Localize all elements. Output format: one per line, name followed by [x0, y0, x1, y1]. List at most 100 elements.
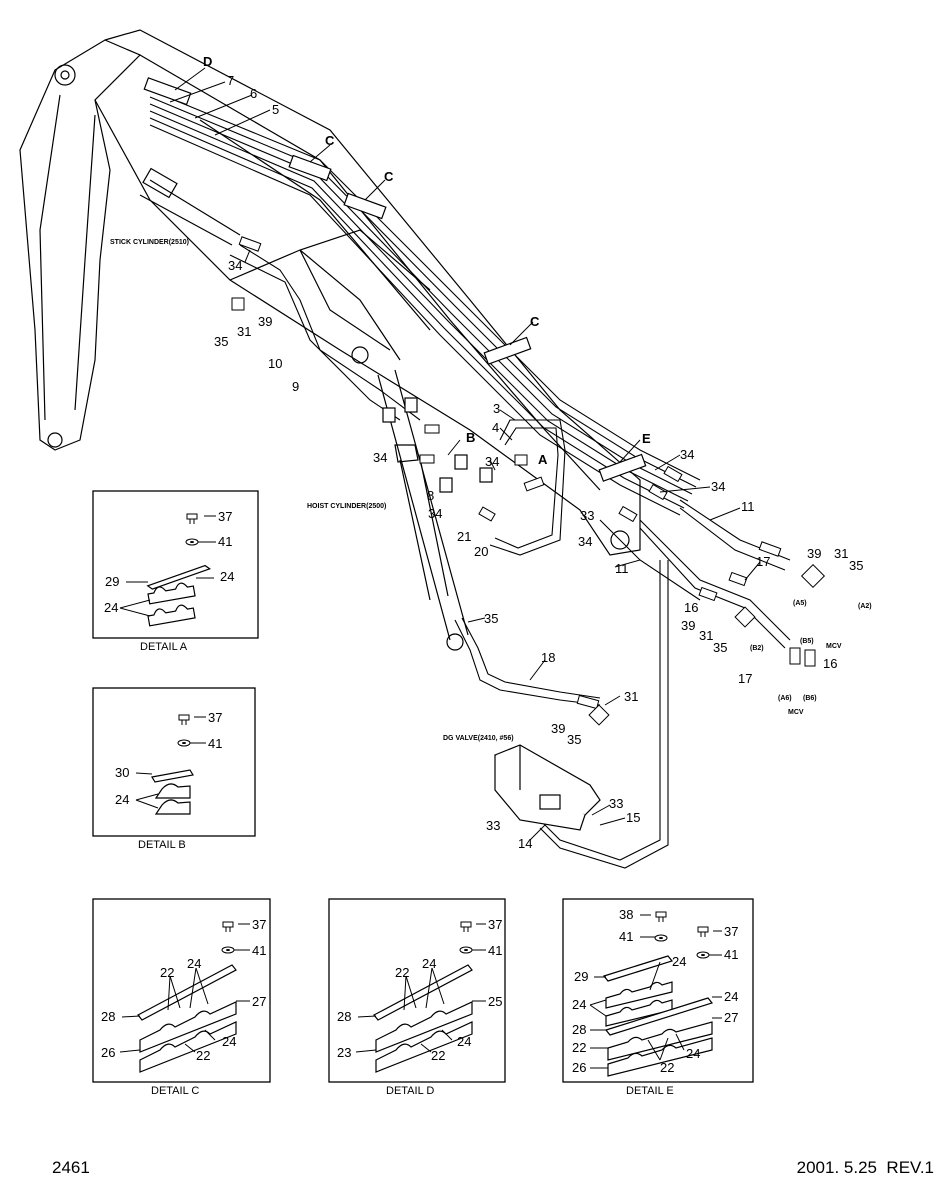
callout-34: 34: [228, 258, 242, 273]
mcv-label: MCV: [826, 643, 842, 650]
detail-d-25: 25: [488, 994, 502, 1009]
callout-7: 7: [227, 73, 234, 88]
port-b2-label: (B2): [750, 645, 764, 652]
detail-d-23: 23: [337, 1045, 351, 1060]
detail-b-41: 41: [208, 736, 222, 751]
detail-a-box: 37 41 29 24 24: [92, 490, 259, 639]
page-number: 2461: [52, 1158, 90, 1177]
detail-c-26: 26: [101, 1045, 115, 1060]
callout-17: 17: [738, 671, 752, 686]
callout-35: 35: [567, 732, 581, 747]
mcv-label: MCV: [788, 709, 804, 716]
hose-lines: [149, 89, 791, 869]
callout-detail-d: D: [203, 54, 212, 69]
callout-35: 35: [484, 611, 498, 626]
detail-c-22: 22: [160, 965, 174, 980]
detail-e-box: 38 37 41 41 29 24 24 24 28 27 22 24 26 2…: [562, 898, 754, 1083]
callout-34: 34: [711, 479, 725, 494]
callout-detail-c: C: [530, 314, 540, 329]
detail-b-37: 37: [208, 710, 222, 725]
detail-b-caption: DETAIL B: [138, 839, 186, 851]
detail-a-24: 24: [220, 569, 234, 584]
port-a2-label: (A2): [858, 603, 872, 610]
callout-35: 35: [713, 640, 727, 655]
detail-b-30: 30: [115, 765, 129, 780]
dg-valve: [494, 744, 601, 831]
leader-lines: [169, 67, 761, 841]
callout-6: 6: [250, 86, 257, 101]
callout-15: 15: [626, 810, 640, 825]
callout-39: 39: [681, 618, 695, 633]
callout-16: 16: [823, 656, 837, 671]
callout-18: 18: [541, 650, 555, 665]
port-b5-label: (B5): [800, 638, 814, 645]
detail-e-24: 24: [724, 989, 738, 1004]
detail-c-28: 28: [101, 1009, 115, 1024]
port-a5-label: (A5): [793, 600, 807, 607]
callout-4: 4: [492, 420, 499, 435]
detail-c-24: 24: [187, 956, 201, 971]
detail-e-41: 41: [619, 929, 633, 944]
callout-31: 31: [699, 628, 713, 643]
callout-39: 39: [551, 721, 565, 736]
detail-e-24: 24: [686, 1046, 700, 1061]
callout-20: 20: [474, 544, 488, 559]
detail-e-caption: DETAIL E: [626, 1085, 674, 1097]
detail-e-28: 28: [572, 1022, 586, 1037]
detail-e-24: 24: [672, 954, 686, 969]
callout-34: 34: [373, 450, 387, 465]
callout-11: 11: [615, 561, 629, 576]
detail-d-caption: DETAIL D: [386, 1085, 434, 1097]
callout-34: 34: [485, 454, 499, 469]
callout-34: 34: [578, 534, 592, 549]
callout-3: 3: [493, 401, 500, 416]
detail-c-27: 27: [252, 994, 266, 1009]
detail-e-38: 38: [619, 907, 633, 922]
callout-detail-c: C: [325, 133, 335, 148]
callout-5: 5: [272, 102, 279, 117]
detail-e-24: 24: [572, 997, 586, 1012]
detail-a-24: 24: [104, 600, 118, 615]
detail-d-41: 41: [488, 943, 502, 958]
detail-b-box: 37 41 30 24: [92, 687, 256, 837]
callout-16: 16: [684, 600, 698, 615]
callout-8: 8: [427, 488, 434, 503]
detail-d-box: 37 41 22 24 28 25 24 23 22: [328, 898, 506, 1083]
detail-c-22: 22: [196, 1048, 210, 1063]
port-a6-label: (A6): [778, 695, 792, 702]
fittings: [231, 236, 826, 820]
callout-34: 34: [428, 506, 442, 521]
callout-33: 33: [486, 818, 500, 833]
detail-c-37: 37: [252, 917, 266, 932]
callout-31: 31: [237, 324, 251, 339]
callout-10: 10: [268, 356, 282, 371]
detail-d-37: 37: [488, 917, 502, 932]
callout-33: 33: [580, 508, 594, 523]
detail-e-41: 41: [724, 947, 738, 962]
detail-a-caption: DETAIL A: [140, 641, 188, 653]
callout-35: 35: [214, 334, 228, 349]
callout-17: 17: [756, 554, 770, 569]
detail-e-27: 27: [724, 1010, 738, 1025]
detail-e-22: 22: [660, 1060, 674, 1075]
callout-9: 9: [292, 379, 299, 394]
callout-21: 21: [457, 529, 471, 544]
detail-c-box: 37 41 22 24 28 27 24 26 22: [92, 898, 271, 1083]
detail-e-22: 22: [572, 1040, 586, 1055]
hoist-cylinder-label: HOIST CYLINDER(2500): [307, 503, 386, 510]
callout-35: 35: [849, 558, 863, 573]
callout-detail-b: B: [466, 430, 475, 445]
detail-d-22: 22: [395, 965, 409, 980]
callout-14: 14: [518, 836, 532, 851]
detail-c-24: 24: [222, 1034, 236, 1049]
callout-39: 39: [258, 314, 272, 329]
detail-d-22: 22: [431, 1048, 445, 1063]
callout-39: 39: [807, 546, 821, 561]
detail-e-29: 29: [574, 969, 588, 984]
callout-31: 31: [834, 546, 848, 561]
boom-structure: [19, 29, 641, 651]
detail-c-41: 41: [252, 943, 266, 958]
detail-d-24: 24: [457, 1034, 471, 1049]
callout-11: 11: [741, 499, 755, 514]
